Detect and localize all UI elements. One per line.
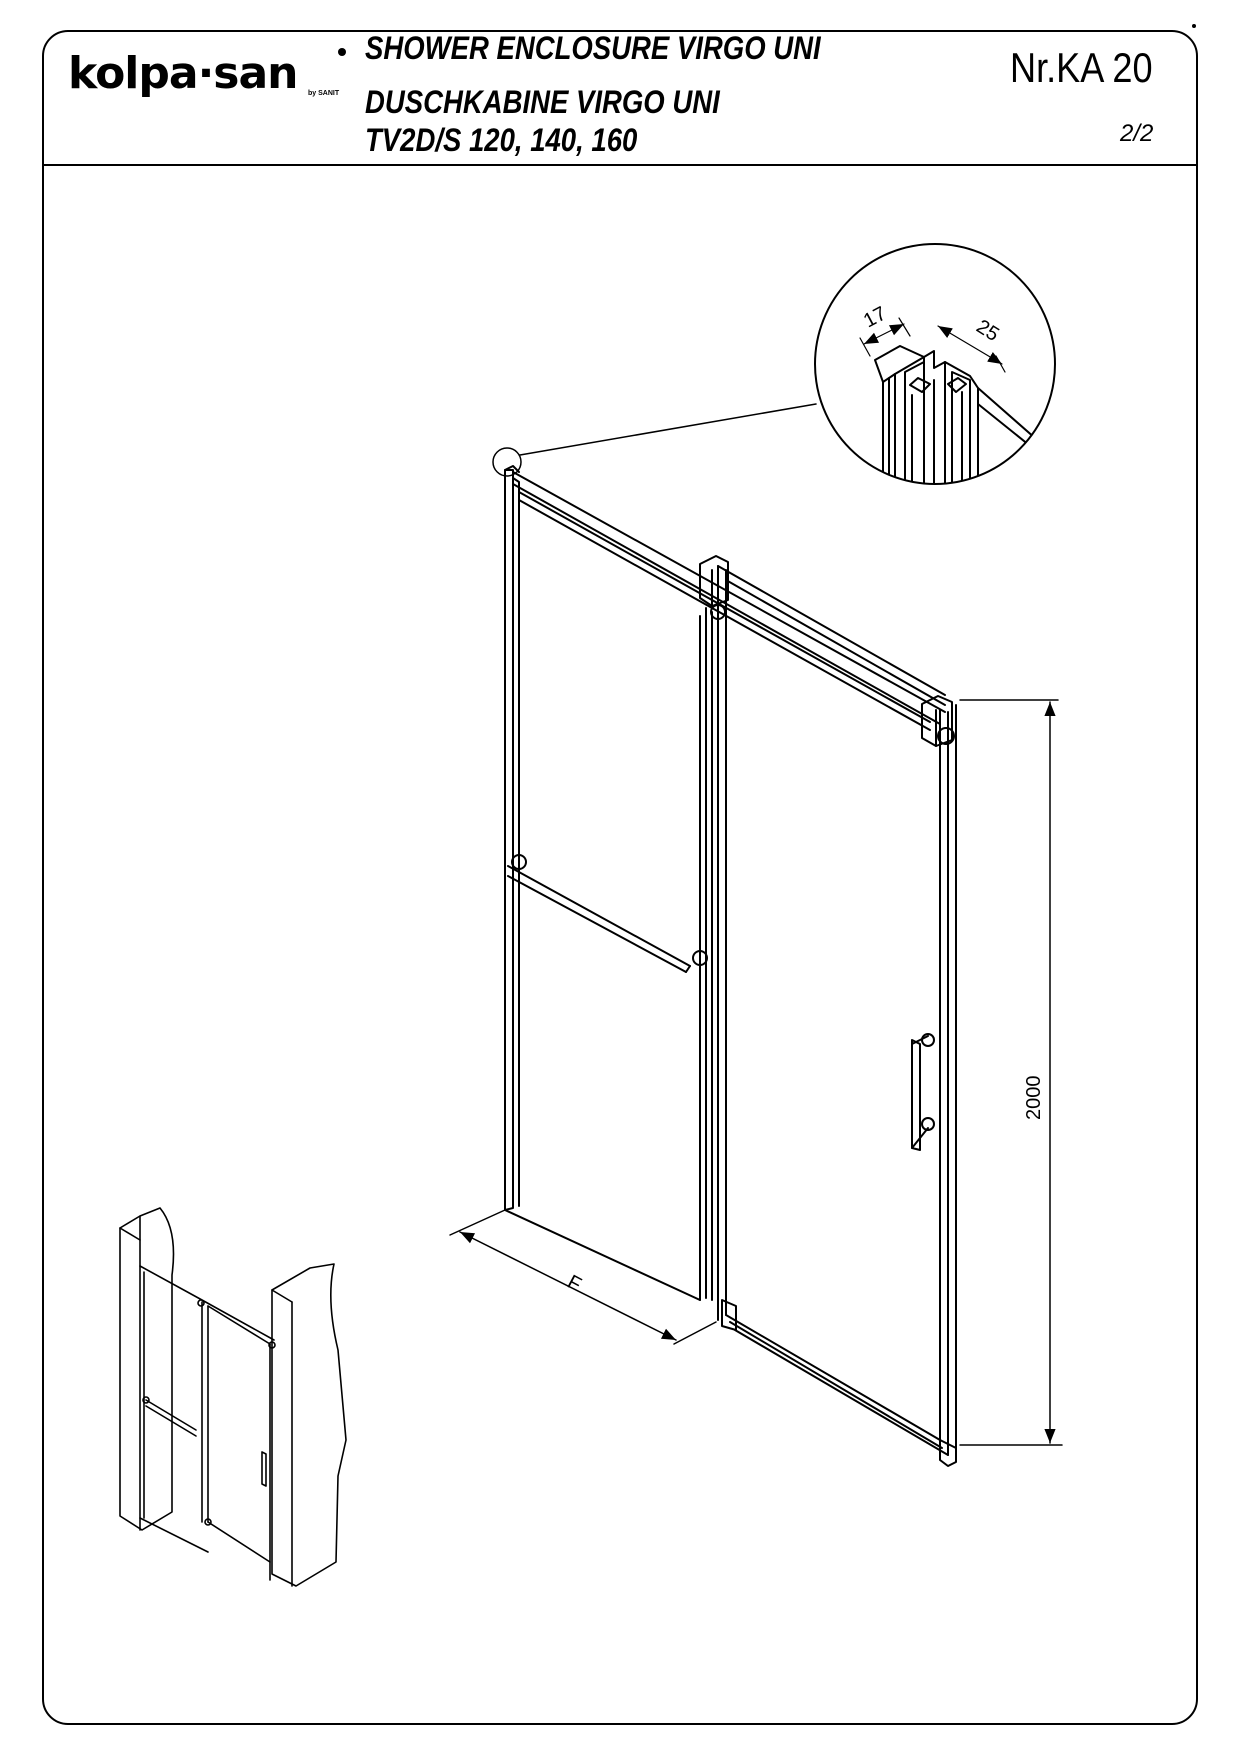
detail-dim-label-b: 25 xyxy=(972,316,1003,346)
detail-source-circle xyxy=(492,447,522,477)
towel-bar xyxy=(507,865,691,967)
top-roller-bracket xyxy=(699,555,729,607)
roller-wheel-top xyxy=(710,604,726,620)
detail-dim-line-b xyxy=(937,325,1003,365)
title-english: SHOWER ENCLOSURE VIRGO UNI xyxy=(365,30,821,66)
detail-dim-label-a: 17 xyxy=(860,303,890,333)
roller-wheel-right xyxy=(937,727,955,745)
handle-mount-bottom xyxy=(921,1117,935,1131)
detail-dim-line-a xyxy=(863,323,905,345)
logo-subtitle: by SANIT xyxy=(308,90,340,97)
right-wall-block xyxy=(271,1263,347,1587)
wall-profile-left xyxy=(504,469,514,1211)
shower-enclosure-main xyxy=(504,465,957,1467)
page-number: 2/2 xyxy=(1120,120,1154,147)
installation-thumbnail xyxy=(119,1207,347,1587)
height-dimension-label: 2000 xyxy=(1023,1076,1045,1121)
header-divider xyxy=(42,164,1198,166)
left-wall-block xyxy=(119,1207,175,1531)
document-number: Nr.KA 20 xyxy=(1010,44,1153,91)
towel-bar-mount-left xyxy=(511,854,527,870)
width-dimension-line xyxy=(459,1231,677,1341)
detail-callout: 17 25 xyxy=(492,243,1056,485)
thumbnail-handle xyxy=(261,1451,267,1487)
model-list: TV2D/S 120, 140, 160 xyxy=(365,122,638,158)
main-dimensions: 2000 F xyxy=(449,699,1063,1446)
registered-mark-icon xyxy=(338,48,346,56)
towel-bar-mount-right xyxy=(692,950,708,966)
profile-section xyxy=(874,345,1055,484)
logo-text: kolpa·san xyxy=(68,48,298,99)
kolpa-san-logo: kolpa·san by SANIT xyxy=(68,44,346,104)
drawing-sheet-frame xyxy=(42,30,1198,1725)
bottom-guide xyxy=(721,1299,737,1331)
corner-mark xyxy=(1192,24,1196,28)
door-handle xyxy=(911,1039,921,1151)
title-german: DUSCHKABINE VIRGO UNI xyxy=(365,84,720,120)
detail-leader-line xyxy=(519,403,817,456)
